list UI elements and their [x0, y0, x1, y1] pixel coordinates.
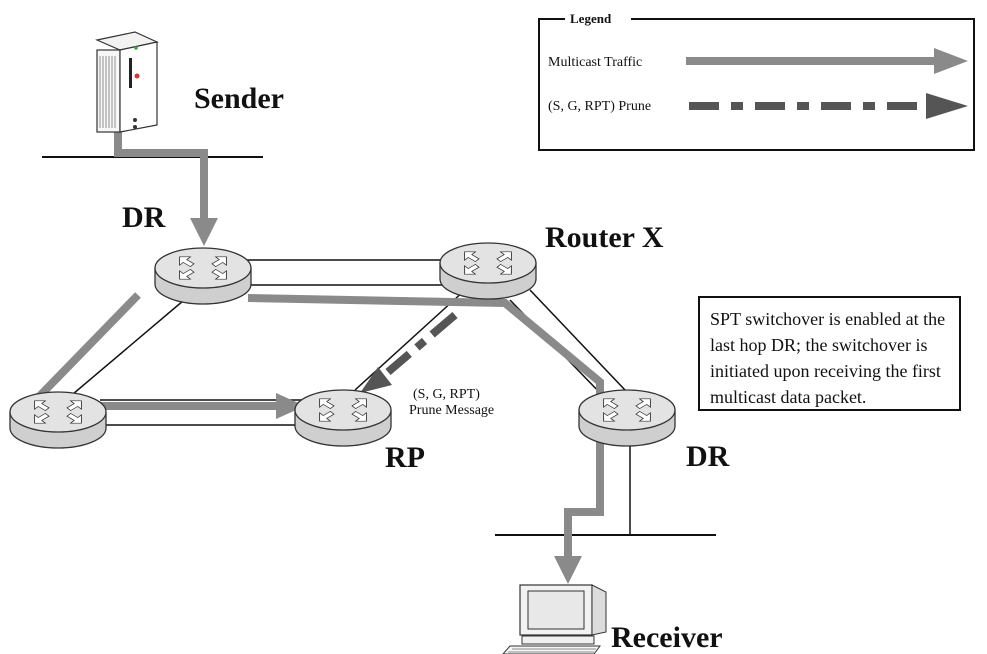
prune-message-label-line2: Prune Message	[409, 403, 494, 418]
traffic-arrowhead-receiver	[554, 556, 582, 584]
sender-server-icon	[95, 31, 159, 133]
legend-multicast-label: Multicast Traffic	[548, 55, 642, 70]
dr-top-router	[154, 247, 252, 305]
legend-box: Legend Multicast Traffic (S, G, RPT) Pru…	[538, 10, 975, 151]
dr-bottom-router	[578, 389, 676, 447]
legend-prune-label: (S, G, RPT) Prune	[548, 99, 651, 114]
dr-top-label: DR	[122, 201, 166, 234]
sender-label: Sender	[194, 82, 284, 115]
prune-message-label-line1: (S, G, RPT)	[413, 387, 480, 402]
multicast-traffic-paths	[23, 130, 604, 560]
left-router	[9, 391, 107, 449]
rp-router	[294, 389, 392, 447]
receiver-workstation-icon	[502, 584, 607, 654]
legend-multicast-arrowhead	[934, 48, 968, 74]
legend-prune-arrowhead	[926, 93, 968, 119]
traffic-arrowhead-rp	[276, 393, 305, 419]
dr-bottom-label: DR	[686, 440, 730, 473]
rp-label: RP	[385, 441, 425, 474]
router-x-router	[439, 242, 537, 300]
prune-message-path	[385, 311, 458, 376]
router-x-label: Router X	[545, 221, 664, 254]
legend-title: Legend	[570, 11, 612, 26]
spt-switchover-note: SPT switchover is enabled at the last ho…	[698, 296, 961, 411]
receiver-label: Receiver	[611, 621, 723, 654]
network-links	[59, 259, 631, 535]
prune-arrowhead	[360, 367, 392, 393]
traffic-arrowhead-dr	[190, 218, 218, 246]
